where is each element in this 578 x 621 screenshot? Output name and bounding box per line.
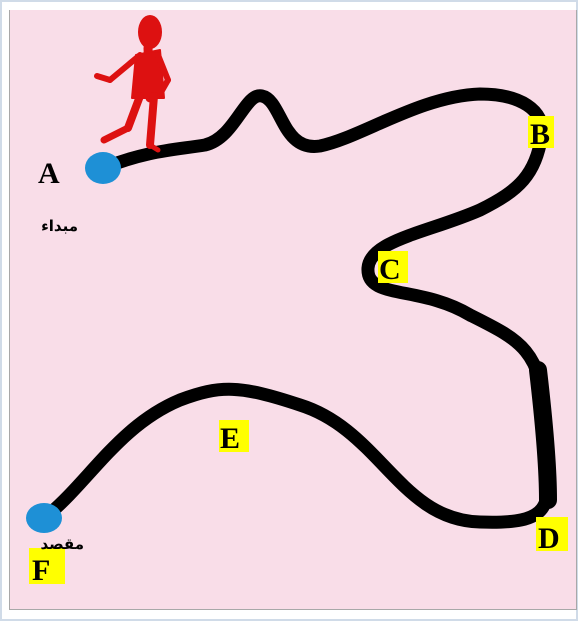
point-label-d: D [538, 522, 560, 555]
destination-caption: مقصد [40, 535, 84, 553]
start-point-marker [85, 152, 121, 184]
point-label-b: B [530, 118, 550, 151]
point-label-a: A [38, 157, 60, 190]
point-label-c: C [379, 253, 401, 286]
end-point-marker [26, 503, 62, 533]
winding-route [48, 94, 548, 522]
start-caption: مبداء [41, 217, 78, 235]
route-thick-segment [538, 370, 548, 500]
point-label-e: E [220, 422, 240, 455]
point-label-f: F [32, 554, 50, 587]
walking-person-icon [97, 15, 168, 150]
